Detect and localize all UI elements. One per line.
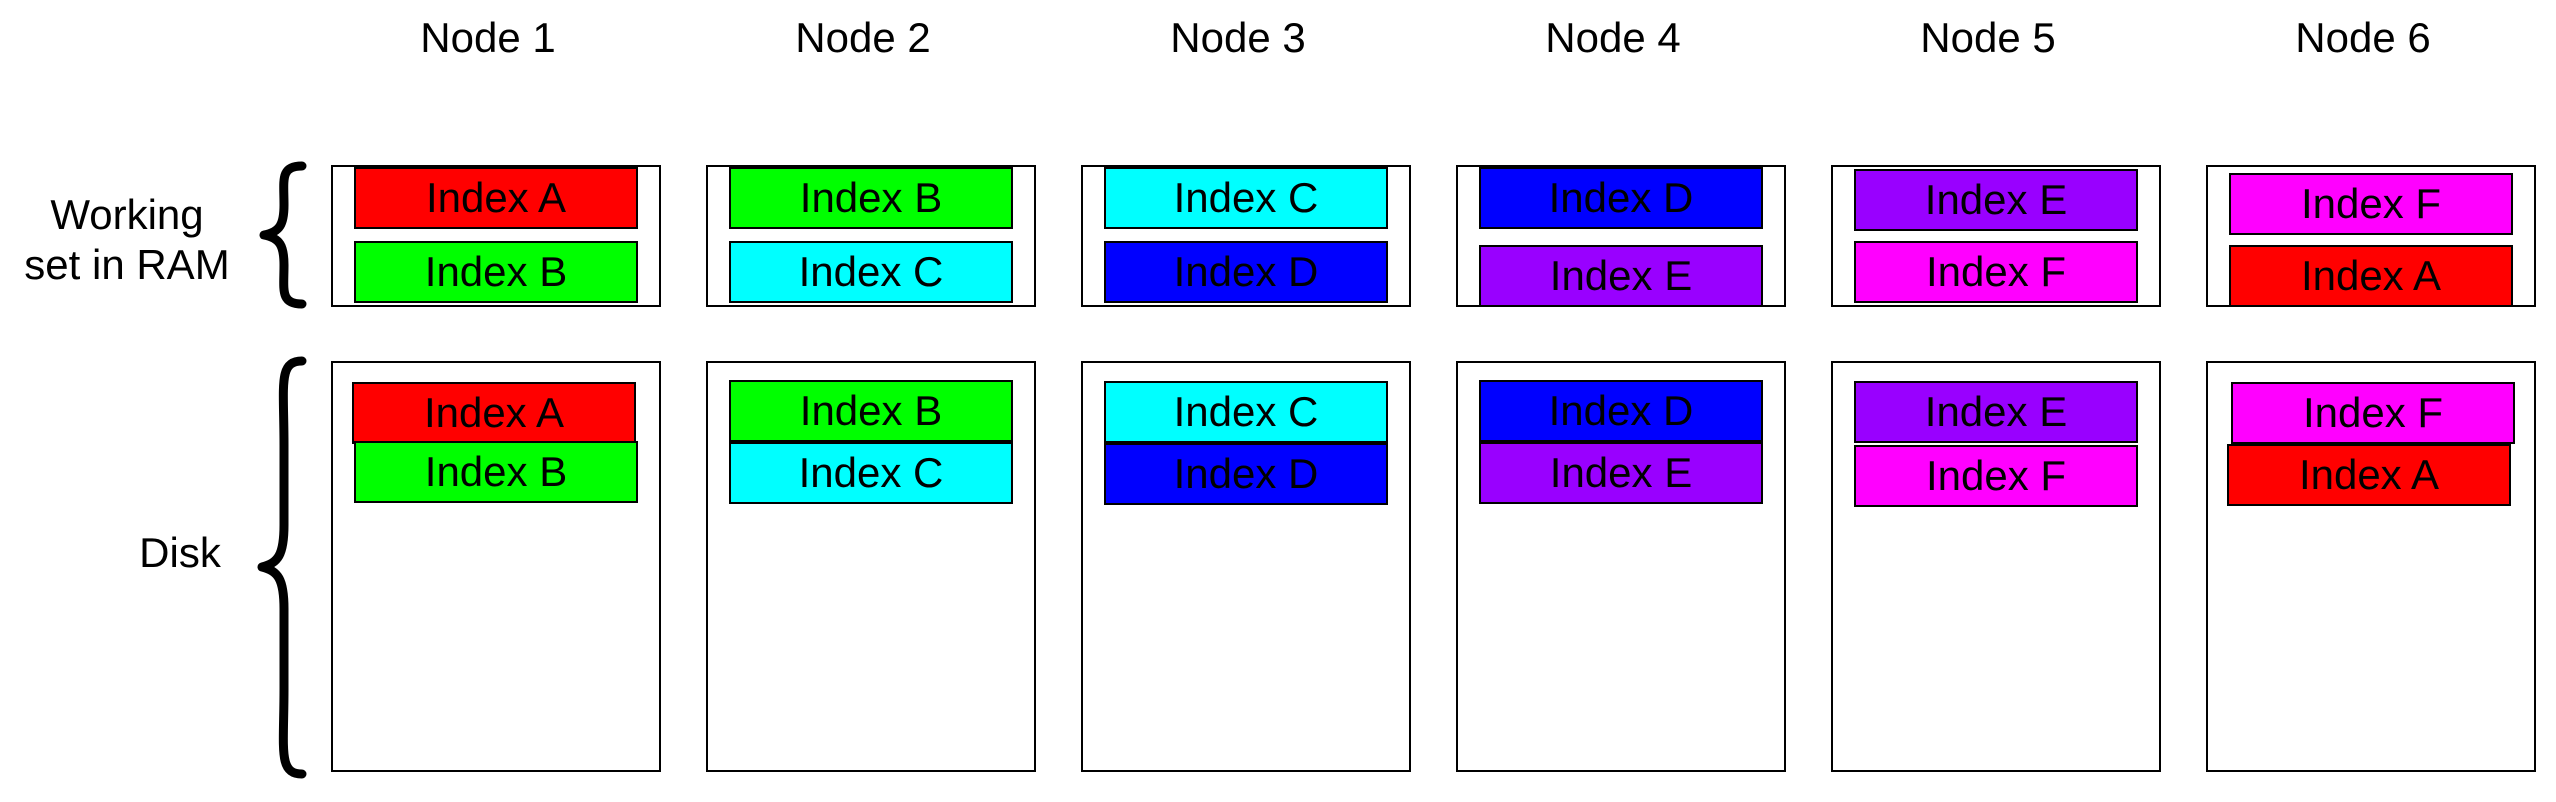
- node-5-ram-index-1: Index E: [1854, 169, 2138, 231]
- node-6-title: Node 6: [2295, 14, 2431, 61]
- disk-brace-icon: [257, 356, 307, 779]
- node-5-title: Node 5: [1920, 14, 2056, 61]
- node-2-title: Node 2: [795, 14, 931, 61]
- node-3-disk-index-2: Index D: [1104, 443, 1388, 505]
- node-1-disk-index-1: Index A: [352, 382, 636, 444]
- ram-row-label-line2: set in RAM: [24, 241, 230, 288]
- ram-row-label-line1: Working: [50, 191, 204, 238]
- node-2-disk-index-1: Index B: [729, 380, 1013, 442]
- node-4-ram-index-1: Index D: [1479, 167, 1763, 229]
- node-5-disk-index-1: Index E: [1854, 381, 2138, 443]
- node-6-ram-index-1: Index F: [2229, 173, 2513, 235]
- node-4-ram-index-2: Index E: [1479, 245, 1763, 307]
- disk-row-label: Disk: [139, 529, 221, 576]
- node-4-disk-index-2: Index E: [1479, 442, 1763, 504]
- node-1-title: Node 1: [420, 14, 556, 61]
- node-3-title: Node 3: [1170, 14, 1306, 61]
- node-5-disk-index-2: Index F: [1854, 445, 2138, 507]
- node-5-ram-index-2: Index F: [1854, 241, 2138, 303]
- node-4-title: Node 4: [1545, 14, 1681, 61]
- node-6-disk-index-2: Index A: [2227, 444, 2511, 506]
- node-6-ram-index-2: Index A: [2229, 245, 2513, 307]
- node-3-ram-index-2: Index D: [1104, 241, 1388, 303]
- ram-row-label: Working set in RAM: [2, 190, 252, 290]
- node-3-disk-index-1: Index C: [1104, 381, 1388, 443]
- node-1-ram-index-1: Index A: [354, 167, 638, 229]
- node-2-ram-index-1: Index B: [729, 167, 1013, 229]
- node-2-disk-index-2: Index C: [729, 442, 1013, 504]
- node-3-ram-index-1: Index C: [1104, 167, 1388, 229]
- node-2-ram-index-2: Index C: [729, 241, 1013, 303]
- ram-brace-icon: [259, 161, 307, 309]
- node-1-disk-index-2: Index B: [354, 441, 638, 503]
- node-1-ram-index-2: Index B: [354, 241, 638, 303]
- node-4-disk-index-1: Index D: [1479, 380, 1763, 442]
- node-6-disk-index-1: Index F: [2231, 382, 2515, 444]
